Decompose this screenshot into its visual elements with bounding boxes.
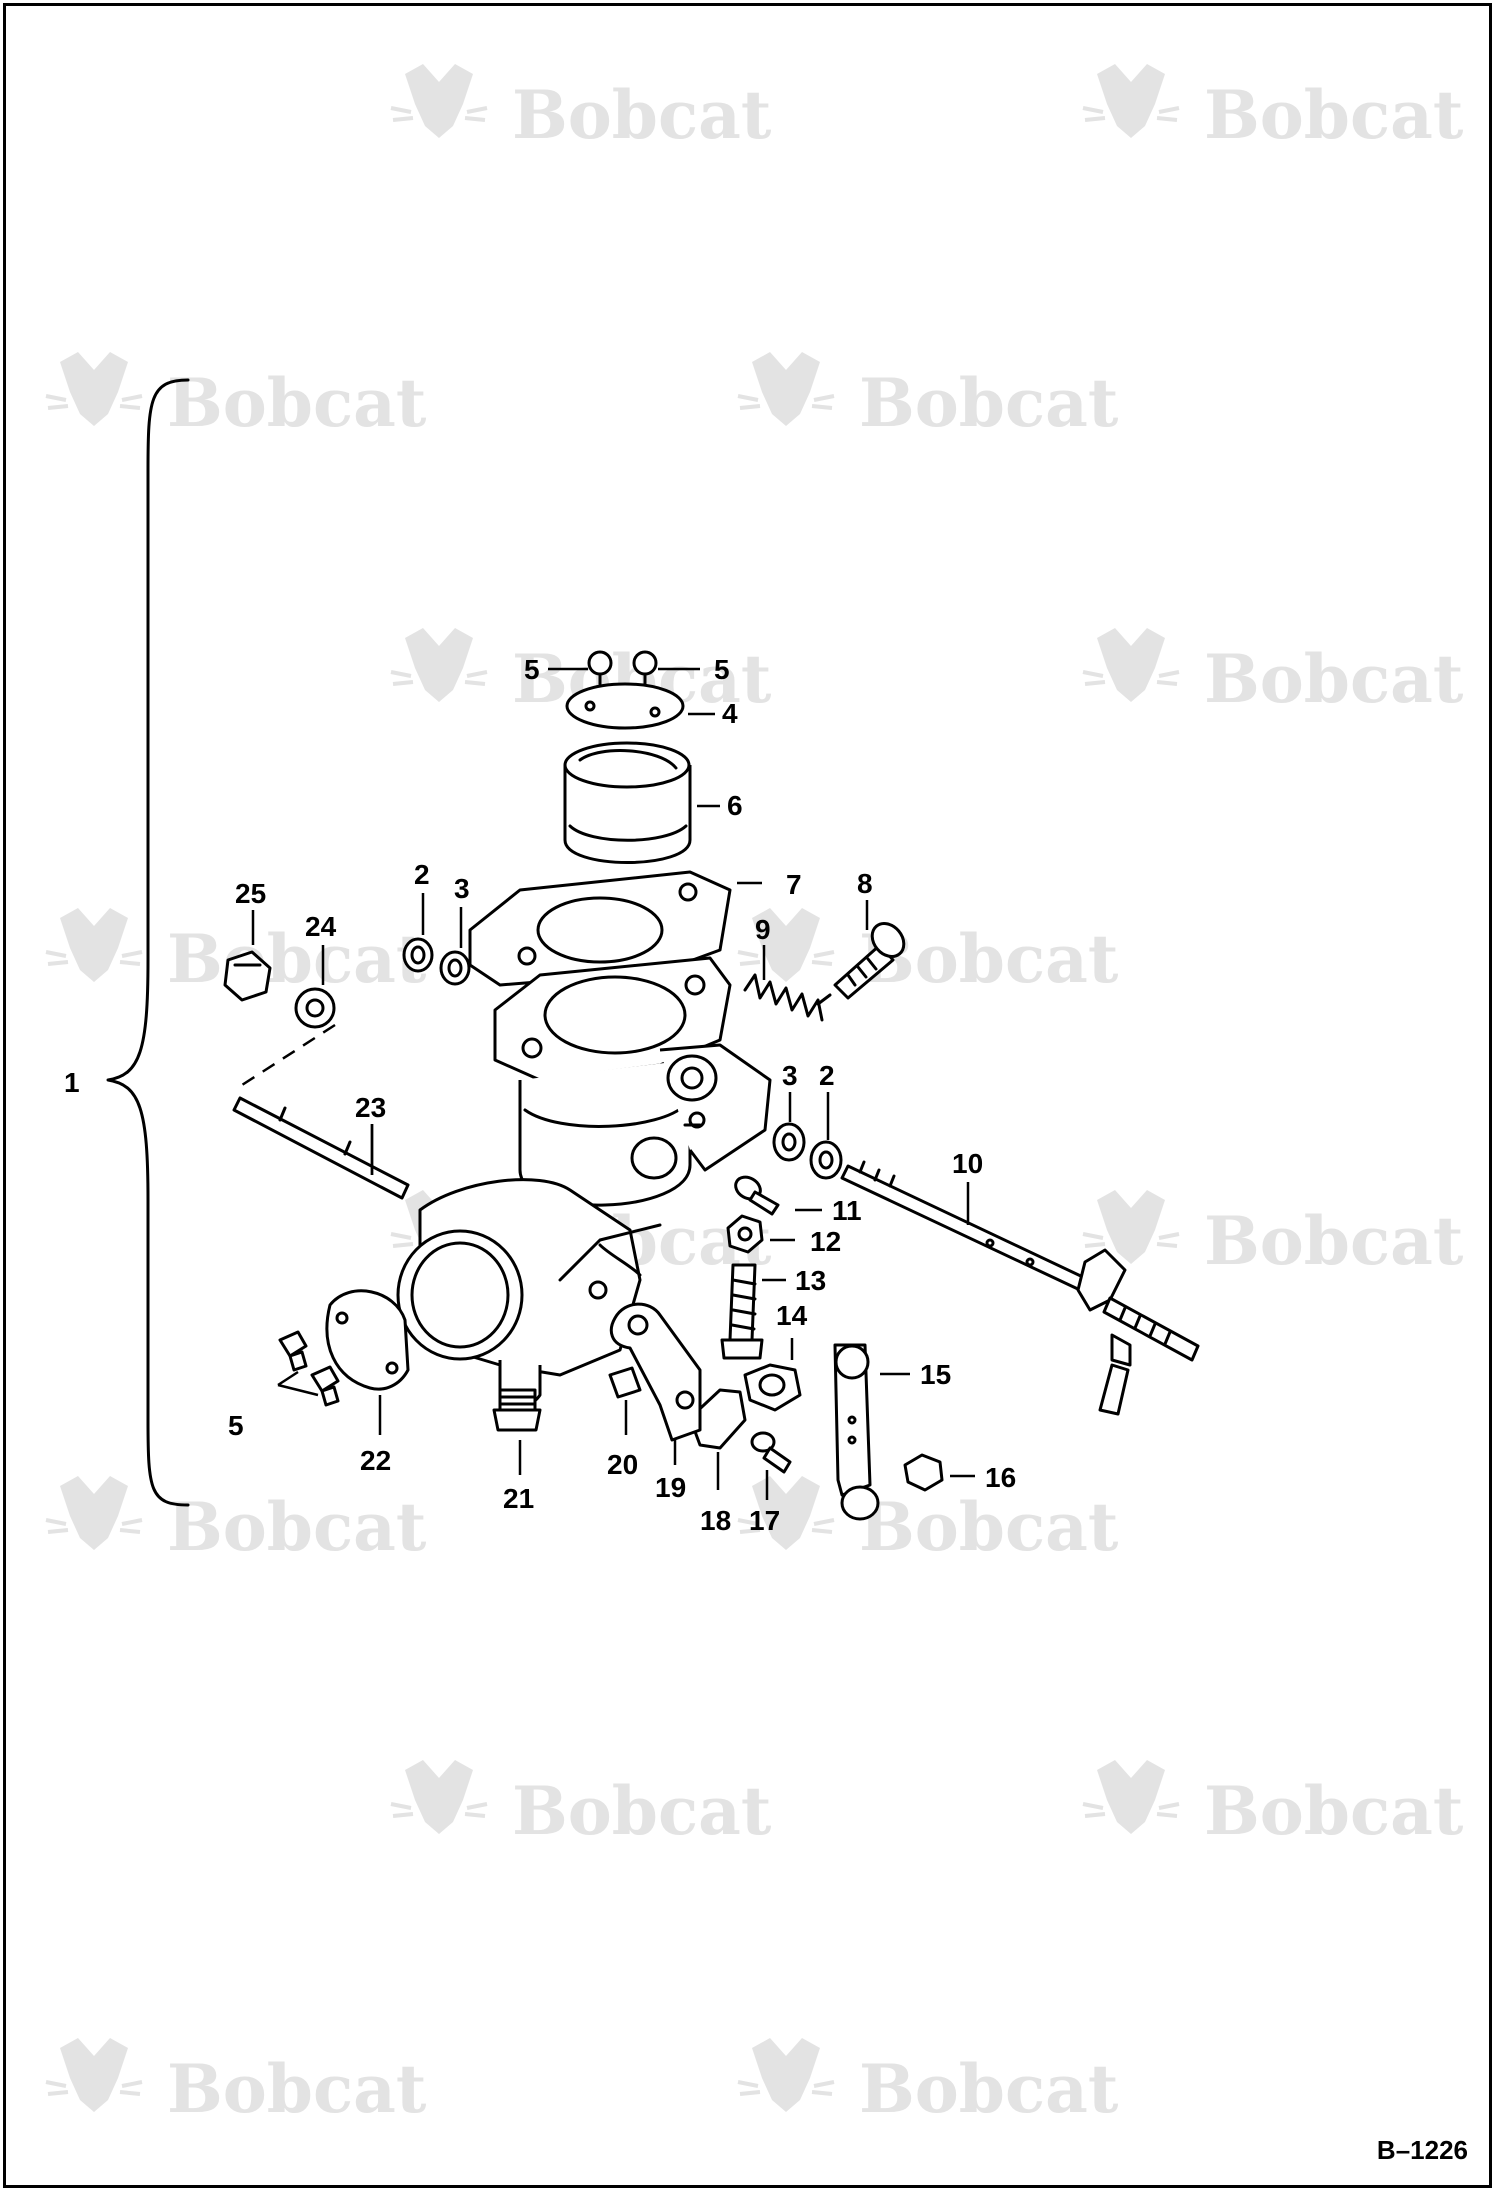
part-15-throttle-lever <box>833 1343 880 1521</box>
shaft-alignment-dashline <box>241 1023 336 1087</box>
part-23-throttle-shaft <box>232 1096 410 1200</box>
figure-id-label: B–1226 <box>1376 2135 1468 2165</box>
callout-17: 17 <box>749 1505 780 1536</box>
callout-24: 24 <box>305 911 337 942</box>
part-19-link <box>609 1302 702 1442</box>
part-25-nut <box>223 950 272 1002</box>
watermark: Bobcat <box>1081 1188 1464 1280</box>
watermark: Bobcat <box>389 62 772 154</box>
watermark: Bobcat <box>736 1474 1119 1566</box>
figure-frame <box>3 3 1492 2188</box>
part-3-washer-right <box>772 1122 806 1162</box>
part-24-bushing <box>294 987 336 1029</box>
callout-2: 2 <box>414 859 430 890</box>
part-10-choke-shaft <box>840 1160 1200 1416</box>
watermark: Bobcat <box>1081 1758 1464 1850</box>
watermark: Bobcat <box>44 906 427 998</box>
part-16-nut <box>903 1453 944 1492</box>
callout-7: 7 <box>786 869 802 900</box>
callout-6: 6 <box>727 790 743 821</box>
part-5-screw-lower-lower <box>310 1365 340 1407</box>
watermark-text: Bobcat <box>167 364 427 442</box>
watermark: Bobcat <box>1081 626 1464 718</box>
part-9-idle-spring <box>743 973 824 1022</box>
part-5-screw-lower-upper <box>278 1330 308 1372</box>
callout-3: 3 <box>782 1060 798 1091</box>
watermark-text: Bobcat <box>859 920 1119 998</box>
assembly-brace <box>106 378 190 1507</box>
part-8-idle-screw <box>816 922 906 1006</box>
part-18-bracket <box>688 1388 747 1450</box>
callout-14: 14 <box>776 1300 808 1331</box>
callout-19: 19 <box>655 1472 686 1503</box>
callout-13: 13 <box>795 1265 826 1296</box>
callout-18: 18 <box>700 1505 731 1536</box>
part-3-washer-left <box>439 950 471 986</box>
part-14-bushing <box>743 1363 802 1412</box>
callout-15: 15 <box>920 1359 951 1390</box>
part-7-flange-gasket <box>468 870 732 987</box>
part-2-o-ring-right <box>809 1140 843 1180</box>
watermark-text: Bobcat <box>1204 1202 1464 1280</box>
part-6-throttle-cup <box>563 741 692 864</box>
watermark-text: Bobcat <box>512 76 772 154</box>
watermark: Bobcat <box>736 906 1119 998</box>
part-21-drain-plug <box>492 1388 542 1432</box>
part-20-square-nut <box>608 1366 642 1399</box>
callout-10: 10 <box>952 1148 983 1179</box>
watermark-text: Bobcat <box>512 1772 772 1850</box>
watermark-text: Bobcat <box>1204 76 1464 154</box>
callout-9: 9 <box>755 914 771 945</box>
callout-25: 25 <box>235 878 266 909</box>
callout-3: 3 <box>454 873 470 904</box>
watermark-text: Bobcat <box>167 1488 427 1566</box>
watermark: Bobcat <box>736 2036 1119 2128</box>
callout-5: 5 <box>524 654 540 685</box>
carburetor-body <box>493 956 772 1207</box>
part-11-screw <box>734 1175 780 1216</box>
callout-12: 12 <box>810 1226 841 1257</box>
callout-21: 21 <box>503 1483 534 1514</box>
part-13-bolt <box>720 1263 764 1360</box>
callouts: 1 2 3 4 5 5 6 7 8 9 3 2 10 11 12 13 14 1… <box>64 654 1016 1536</box>
watermark-text: Bobcat <box>1204 640 1464 718</box>
callout-1: 1 <box>64 1067 80 1098</box>
callout-23: 23 <box>355 1092 386 1123</box>
part-22-cover-plate <box>325 1289 410 1391</box>
watermark-text: Bobcat <box>859 1488 1119 1566</box>
callout-22: 22 <box>360 1445 391 1476</box>
watermark-layer: Bobcat Bobcat Bobcat Bobcat Bobcat Bobca… <box>44 62 1464 2128</box>
carburetor-lower-body <box>396 1178 662 1408</box>
callout-11: 11 <box>832 1195 862 1226</box>
watermark-text: Bobcat <box>859 364 1119 442</box>
callout-5: 5 <box>714 654 730 685</box>
part-5-screw-top-right <box>632 650 658 686</box>
callout-2: 2 <box>819 1060 835 1091</box>
callout-4: 4 <box>722 698 738 729</box>
part-4-cover-plate <box>565 682 685 730</box>
watermark-text: Bobcat <box>167 2050 427 2128</box>
watermark-text: Bobcat <box>167 920 427 998</box>
callout-20: 20 <box>607 1449 638 1480</box>
watermark: Bobcat <box>44 1474 427 1566</box>
watermark: Bobcat <box>44 350 427 442</box>
leader-lines <box>251 667 975 1500</box>
watermark: Bobcat <box>736 350 1119 442</box>
part-5-screw-top-left <box>587 650 613 686</box>
watermark-text: Bobcat <box>859 2050 1119 2128</box>
part-12-nut <box>726 1214 764 1254</box>
callout-16: 16 <box>985 1462 1016 1493</box>
part-2-o-ring-left <box>402 937 434 973</box>
watermark-text: Bobcat <box>1204 1772 1464 1850</box>
watermark: Bobcat <box>1081 62 1464 154</box>
callout-8: 8 <box>857 868 873 899</box>
watermark: Bobcat <box>44 2036 427 2128</box>
callout-5: 5 <box>228 1410 244 1441</box>
part-17-screw <box>750 1431 792 1474</box>
watermark: Bobcat <box>389 1758 772 1850</box>
